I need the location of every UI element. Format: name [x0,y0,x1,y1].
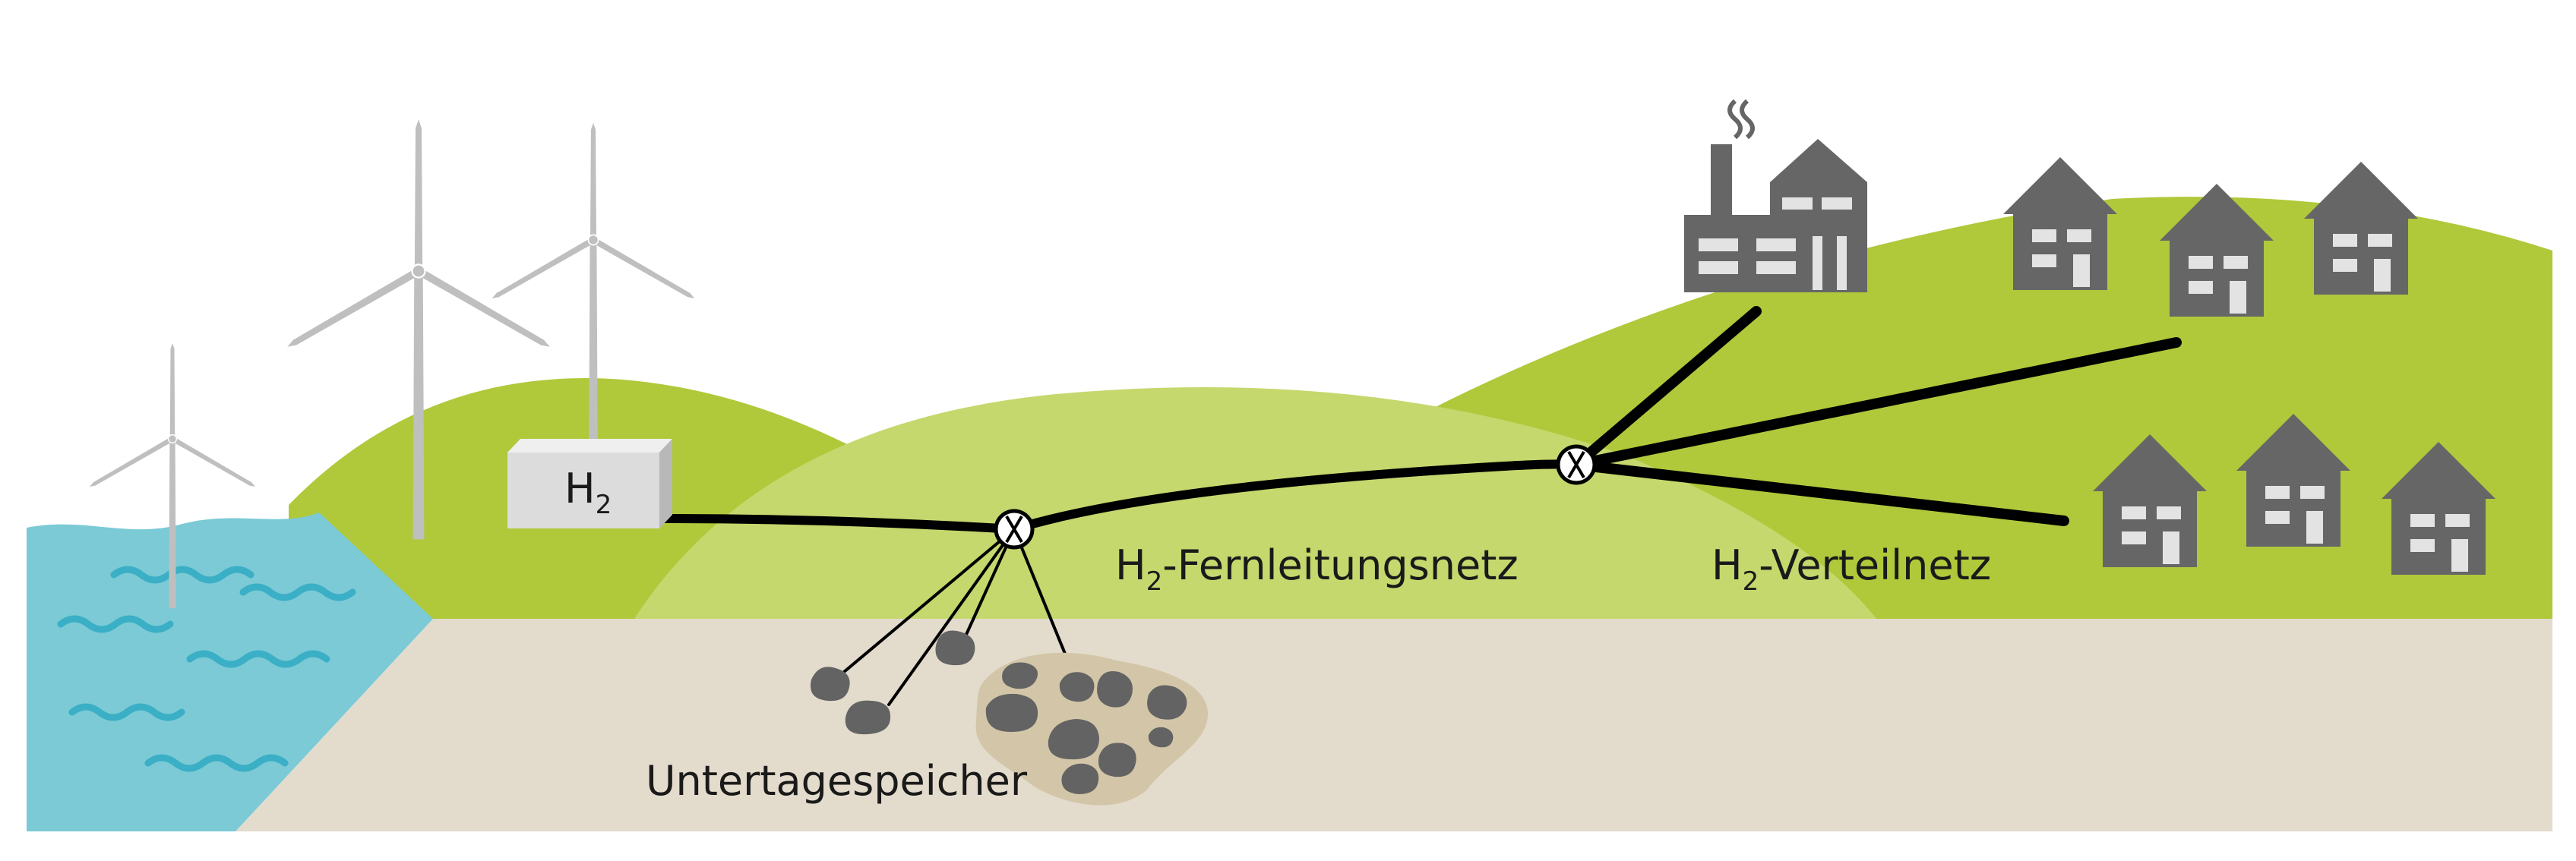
pipelines [660,306,2182,706]
rock-icon [845,700,891,735]
wave [239,583,356,601]
middle-hill [634,387,1876,619]
smoke-icon [1727,99,1743,140]
pipe-to-upper-houses [1571,337,2182,470]
wave [186,650,330,668]
rock-icon [1098,743,1136,777]
pipe-to-lower-houses [1571,459,2069,526]
connector-line [838,528,1016,677]
pipe-electrolyzer-to-valve1 [660,514,1019,534]
pipe-fernleitung [1010,459,1581,534]
factory-icon [1684,99,1867,292]
fernleitung-label-h: H [1115,541,1146,589]
fernleitung-label-sub: 2 [1146,566,1163,597]
valve-icon [994,509,1035,550]
rock-icon [1148,727,1174,748]
verteil-label-rest: -Verteilnetz [1759,541,1991,589]
underground-storage [810,630,1208,806]
smoke-icon [1740,99,1755,140]
connector-line [887,528,1016,706]
wave [110,566,254,584]
sea-waves [57,566,356,772]
h2-box-label: H [564,465,596,512]
fernleitung-label-rest: -Fernleitungsnetz [1162,541,1519,589]
rock-icon [810,667,850,702]
h2-box-icon: H2 [507,439,672,528]
rock-icon [1097,671,1133,708]
pipe-to-factory [1571,306,1762,470]
wave [144,754,289,772]
rock-icon [1061,763,1099,794]
rock-icon [935,630,975,666]
verteil-label-h: H [1712,541,1743,589]
svg-text:H2: H2 [564,465,612,520]
verteil-label-sub: 2 [1743,566,1759,597]
rock-icon [1002,662,1038,689]
wave [57,615,174,633]
storage-label: Untertagespeicher [646,757,1028,805]
ground [235,619,2552,831]
rock-icon [1147,685,1187,720]
valve-icon [1556,444,1597,485]
rock-icon [1048,719,1099,760]
storage-rocks [810,630,1187,794]
wave [68,703,185,721]
svg-text:H2-Verteilnetz: H2-Verteilnetz [1712,541,1991,597]
rock-icon [985,693,1038,732]
svg-text:H2-Fernleitungsnetz: H2-Fernleitungsnetz [1115,541,1519,597]
h2-box-subscript: 2 [596,490,612,520]
rock-icon [1059,672,1095,702]
